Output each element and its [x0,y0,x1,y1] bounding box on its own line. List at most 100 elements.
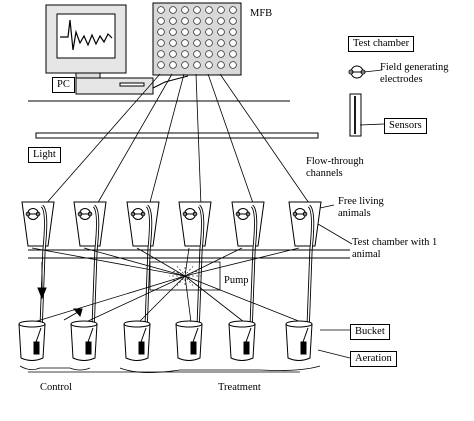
treatment-label: Treatment [218,382,261,393]
mfb-dot [217,6,225,14]
bucket-body [228,323,256,361]
mfb-dot [169,28,177,36]
mfb-cable [95,73,173,207]
chamber-pointer [317,223,353,245]
aeration-stone [138,341,145,355]
test-chamber-1 [21,201,55,331]
mfb-cable [43,73,161,207]
mfb-cable [207,73,255,207]
pump-tube [184,247,243,277]
mfb-dot [169,61,177,69]
mfb-dot [181,6,189,14]
pump-ray [186,266,194,274]
mfb-dot [229,61,237,69]
pump-box [149,261,221,291]
mfb-dot [181,28,189,36]
light-label: Light [28,147,61,163]
pump-tube [83,247,186,277]
mfb-dot [205,17,213,25]
test-chambers [21,201,322,331]
group-braces [19,365,321,373]
bucket-label: Bucket [350,324,390,340]
field-electrodes-label: Field generating electrodes [380,62,449,85]
pump-tube [184,247,190,277]
bucket-rim [123,320,151,328]
funnel [126,201,160,247]
bucket-5 [228,320,256,361]
mfb-dot [193,50,201,58]
aeration-stone [243,341,250,355]
bucket-tube [302,327,309,343]
mfb-cable [219,73,312,207]
mfb-dot [169,17,177,25]
mfb-dot [181,50,189,58]
bucket-body [18,323,46,361]
mfb-dot [229,50,237,58]
pc-mfb-cable [152,75,189,89]
mfb-dot [217,50,225,58]
aeration-stone [33,341,40,355]
aeration-pointer [317,349,351,359]
bucket-3 [123,320,151,361]
aeration-stone [85,341,92,355]
sensor-pointer [359,123,385,126]
bucket-1 [18,320,46,361]
flow-down-arrowhead [37,287,47,300]
pump-tubes [31,247,302,323]
pump-tube [184,275,245,323]
mfb-dot [169,39,177,47]
mfb-cable [195,73,202,207]
pump-tube [184,275,192,323]
mfb-dot [157,17,165,25]
buckets [18,320,313,361]
bucket-body [123,323,151,361]
bucket-tube [140,327,147,343]
mfb-dot [229,6,237,14]
mfb-dot [217,17,225,25]
bucket-rim [228,320,256,328]
mfb-dot [205,6,213,14]
sensor-tube-icon [349,93,362,137]
mfb-dot [229,17,237,25]
bucket-2 [70,320,98,361]
bucket-tube [87,327,94,343]
mfb-dot [205,28,213,36]
mfb-cables [43,73,312,207]
bucket-body [175,323,203,361]
bucket-rim [175,320,203,328]
mfb-dot [157,50,165,58]
pump-tube [138,275,186,323]
aeration-label: Aeration [350,351,397,367]
bucket-tube [192,327,199,343]
mfb-dot [157,39,165,47]
pump-tube [136,247,186,277]
mfb-dot [205,61,213,69]
flow-through-label: Flow-through channels [306,156,364,179]
mfb-dot [229,39,237,47]
bucket-body [70,323,98,361]
bucket-rim [18,320,46,328]
mfb-dot [193,6,201,14]
mfb-dot [157,28,165,36]
mfb-dot [181,61,189,69]
treatment-brace [119,365,321,373]
pump-tube [33,275,186,323]
mfb-dot [193,28,201,36]
mfb-dot [217,61,225,69]
free-living-pointer [319,204,335,209]
mfb-dot [169,50,177,58]
bucket-rim [285,320,313,328]
mfb-dot [181,17,189,25]
control-label: Control [40,382,73,393]
bucket-tube [35,327,42,343]
mfb-label: MFB [250,8,273,19]
bucket-tube [245,327,252,343]
pump-label: Pump [224,275,249,286]
funnel [288,201,322,247]
mfb-unit-icon [152,2,242,76]
free-living-label: Free living animals [338,196,384,219]
electrode-pointer [363,69,383,73]
pump-tube [184,275,302,323]
test-chamber-5 [231,201,265,331]
bucket-rim [70,320,98,328]
